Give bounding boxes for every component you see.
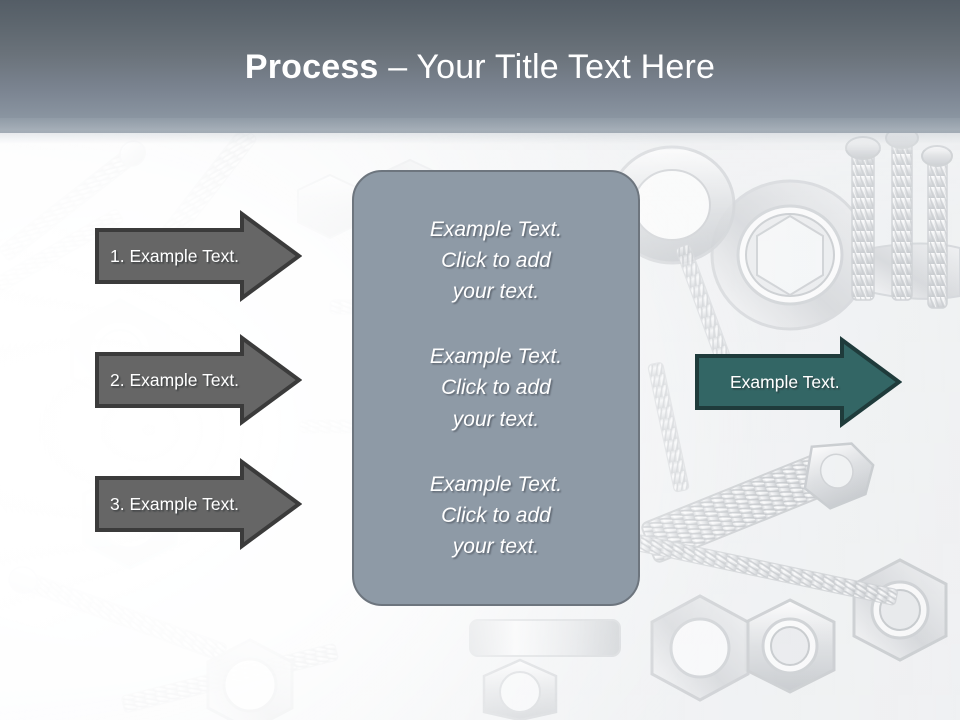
process-arrow-3[interactable]: 3. Example Text.	[94, 458, 302, 550]
page-title: Process – Your Title Text Here	[0, 50, 960, 84]
page-title-rest: – Your Title Text Here	[378, 48, 716, 86]
page-title-bold: Process	[244, 48, 379, 86]
center-paragraph-2: Example Text. Click to add your text.	[429, 345, 563, 431]
header-band	[0, 0, 960, 133]
process-arrow-1[interactable]: 1. Example Text.	[94, 210, 302, 302]
center-content-box[interactable]: Example Text. Click to add your text. Ex…	[352, 170, 640, 606]
arrow-right-shape-icon	[695, 336, 902, 428]
process-arrow-2[interactable]: 2. Example Text.	[94, 334, 302, 426]
center-paragraph-3: Example Text. Click to add your text.	[429, 472, 563, 558]
arrow-right-shape-icon	[95, 334, 302, 426]
header-fade	[0, 118, 960, 144]
arrow-right-shape-icon	[95, 458, 302, 550]
result-arrow[interactable]: Example Text.	[694, 336, 902, 428]
arrow-right-shape-icon	[95, 210, 302, 302]
center-paragraph-1: Example Text. Click to add your text.	[429, 218, 563, 304]
